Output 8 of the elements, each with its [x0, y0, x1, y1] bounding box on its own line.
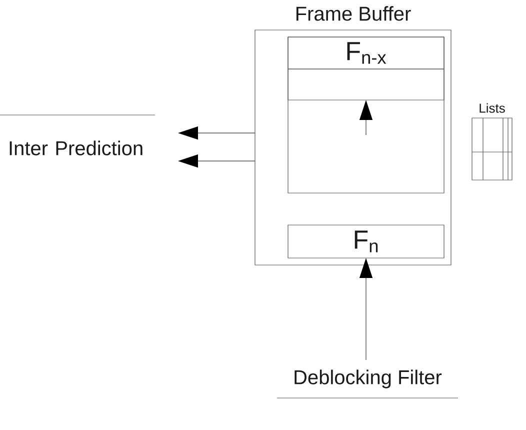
block-label: Deblocking Filter [276, 370, 458, 398]
frame-slot: F$_{n-x}$ [288, 36, 444, 70]
frame-box: F$_{n}$ [288, 224, 444, 258]
lists-table: Lists [472, 103, 512, 180]
block-label: Inter Prediction [0, 114, 156, 156]
node-label: Lists [480, 103, 505, 113]
frame-slot [288, 68, 444, 100]
node-label: Frame Buffer [296, 6, 411, 21]
